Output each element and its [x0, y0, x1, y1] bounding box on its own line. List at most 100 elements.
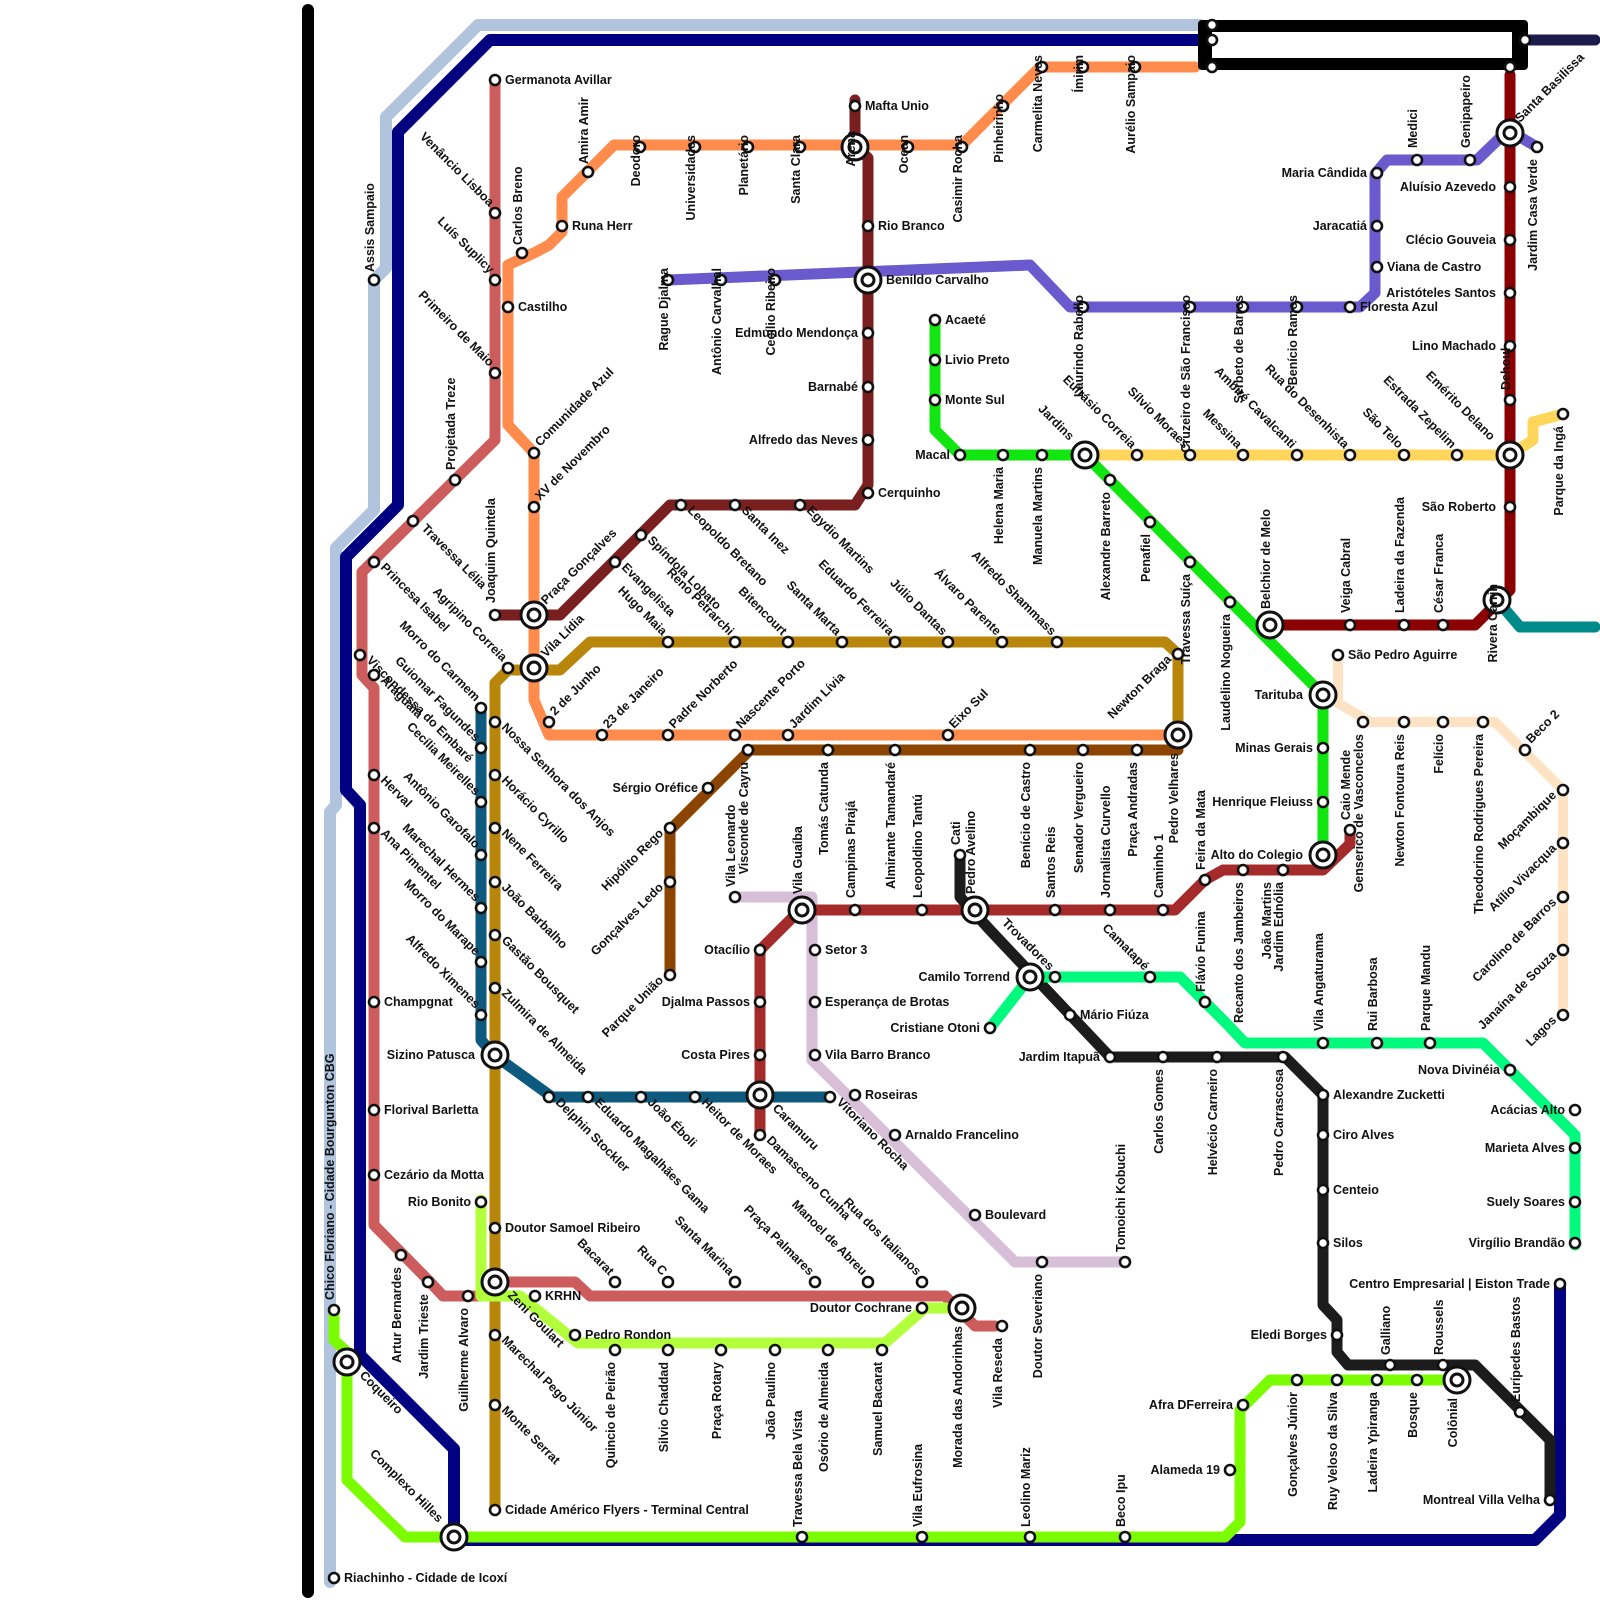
station-marker-icon[interactable]	[783, 637, 793, 647]
station-marker-icon[interactable]	[823, 745, 833, 755]
station-marker-icon[interactable]	[663, 637, 673, 647]
station-joao-paulino[interactable]: João Paulino	[764, 1345, 780, 1440]
station-minas-gerais[interactable]: Minas Gerais	[1235, 741, 1328, 755]
station-pedro-carrascosa[interactable]: Pedro Carrascosa	[1272, 1052, 1288, 1176]
station-marker-icon[interactable]	[490, 275, 500, 285]
station-caminho-1[interactable]: Caminho 1	[1152, 834, 1168, 915]
station-marker-icon[interactable]	[1558, 945, 1568, 955]
station-marker-icon[interactable]	[930, 355, 940, 365]
terminal-station-marker-icon[interactable]	[1207, 62, 1217, 72]
station-aluisio-azevedo[interactable]: Aluísio Azevedo	[1400, 180, 1515, 194]
station-marker-icon[interactable]	[755, 1050, 765, 1060]
station-parque-da-inga[interactable]: Parque da Ingá	[1552, 409, 1568, 516]
station-marker-icon[interactable]	[636, 1092, 646, 1102]
station-egydio-martins[interactable]: Egydio Martins	[795, 500, 877, 577]
station-marker-icon[interactable]	[1318, 797, 1328, 807]
station-marker-icon[interactable]	[930, 395, 940, 405]
station-marker-icon[interactable]	[570, 1330, 580, 1340]
station-marker-icon[interactable]	[863, 382, 873, 392]
station-marker-icon[interactable]	[1465, 155, 1475, 165]
station-marker-icon[interactable]	[795, 500, 805, 510]
station-cruzeiro-de-sao-francisco[interactable]: Cruzeiro de São Francisco	[1179, 295, 1195, 453]
station-marker-icon[interactable]	[850, 101, 860, 111]
station-marker-icon[interactable]	[1037, 1257, 1047, 1267]
station-jardim-trieste[interactable]: Jardim Trieste	[417, 1277, 433, 1379]
station-marker-icon[interactable]	[1478, 717, 1488, 727]
station-euripedes-bastos[interactable]: Eurípedes Bastos	[1509, 1296, 1525, 1417]
station-marker-icon[interactable]	[1037, 450, 1047, 460]
station-marker-icon[interactable]	[1372, 1038, 1382, 1048]
station-marker-icon[interactable]	[583, 167, 593, 177]
station-marker-icon[interactable]	[1065, 1010, 1075, 1020]
station-rua-dos-italianos[interactable]: Rua dos Italianos	[841, 1195, 927, 1287]
station-marker-icon[interactable]	[863, 488, 873, 498]
station-travessa-bela-vista[interactable]: Travessa Bela Vista	[791, 1409, 807, 1542]
station-riachinho-cidade-de-icoxi[interactable]: Riachinho - Cidade de Icoxí	[329, 1571, 508, 1585]
station-comunidade-azul[interactable]: Comunidade Azul	[529, 365, 616, 458]
station-afra-dferreira[interactable]: Afra DFerreira	[1149, 1398, 1248, 1412]
station-acaete[interactable]: Acaeté	[930, 313, 986, 327]
station-samuel-bacarat[interactable]: Samuel Bacarat	[871, 1345, 887, 1456]
station-santa-marina[interactable]: Santa Marina	[672, 1213, 740, 1287]
station-quincio-de-peirao[interactable]: Quincio de Peirão	[604, 1345, 620, 1468]
station-krhn[interactable]: KRHN	[530, 1289, 581, 1303]
station-marker-icon[interactable]	[955, 450, 965, 460]
station-rua-c[interactable]: Rua C	[634, 1243, 673, 1287]
station-roseiras[interactable]: Roseiras	[850, 1088, 918, 1102]
station-marker-icon[interactable]	[850, 905, 860, 915]
station-marker-icon[interactable]	[329, 1573, 339, 1583]
station-marker-icon[interactable]	[970, 1210, 980, 1220]
station-genserico-de-vasconcelos[interactable]: Genserico de Vasconcelos	[1352, 717, 1368, 892]
station-marker-icon[interactable]	[1505, 235, 1515, 245]
station-marker-icon[interactable]	[1278, 1052, 1288, 1062]
station-marker-icon[interactable]	[943, 637, 953, 647]
terminal-station-marker-icon[interactable]	[1505, 62, 1515, 72]
station-alameda-19[interactable]: Alameda 19	[1151, 1463, 1235, 1477]
station-joaquim-quintela[interactable]: Joaquim Quintela	[484, 497, 500, 620]
station-marker-icon[interactable]	[837, 637, 847, 647]
station-marker-icon[interactable]	[930, 315, 940, 325]
terminal-station-marker-icon[interactable]	[1207, 20, 1217, 30]
station-marker-icon[interactable]	[743, 745, 753, 755]
station-eufrasio-correia[interactable]: Eufrásio Correia	[1060, 372, 1142, 460]
station-marker-icon[interactable]	[1025, 745, 1035, 755]
station-marker-icon[interactable]	[490, 770, 500, 780]
station-marker-icon[interactable]	[1212, 1052, 1222, 1062]
station-marker-icon[interactable]	[1158, 905, 1168, 915]
station-marker-icon[interactable]	[783, 730, 793, 740]
station-marker-icon[interactable]	[490, 208, 500, 218]
station-marker-icon[interactable]	[408, 516, 418, 526]
station-helvecio-carneiro[interactable]: Helvécio Carneiro	[1206, 1052, 1222, 1175]
station-marker-icon[interactable]	[730, 892, 740, 902]
station-marker-icon[interactable]	[1505, 182, 1515, 192]
station-silvio-chaddad[interactable]: Silvio Chaddad	[657, 1345, 673, 1452]
station-marker-icon[interactable]	[1050, 905, 1060, 915]
station-esperanca-de-brotas[interactable]: Esperança de Brotas	[810, 995, 949, 1009]
station-marker-icon[interactable]	[490, 930, 500, 940]
station-leolino-mariz[interactable]: Leolino Mariz	[1019, 1447, 1035, 1542]
station-marker-icon[interactable]	[1558, 409, 1568, 419]
station-marker-icon[interactable]	[1358, 717, 1368, 727]
station-marker-icon[interactable]	[423, 1277, 433, 1287]
station-marker-icon[interactable]	[355, 650, 365, 660]
station-benicio-ramos[interactable]: Benício Ramos	[1286, 295, 1302, 385]
station-marker-icon[interactable]	[369, 997, 379, 1007]
station-marker-icon[interactable]	[1120, 1532, 1130, 1542]
station-eduardo-ferreira[interactable]: Eduardo Ferreira	[816, 557, 900, 647]
station-sizino-patusca[interactable]: Sizino Patusca	[387, 1042, 508, 1068]
station-marker-icon[interactable]	[1438, 1360, 1448, 1370]
station-marker-icon[interactable]	[1105, 1052, 1115, 1062]
station-monte-sul[interactable]: Monte Sul	[930, 393, 1005, 407]
station-marker-icon[interactable]	[1238, 865, 1248, 875]
station-marker-icon[interactable]	[1372, 262, 1382, 272]
station-camilo-torrend[interactable]: Camilo Torrend	[919, 964, 1043, 990]
station-marker-icon[interactable]	[665, 970, 675, 980]
station-aristoteles-santos[interactable]: Aristóteles Santos	[1386, 286, 1515, 300]
station-pedro-avelino[interactable]: Pedro Avelino	[962, 811, 988, 923]
station-marker-icon[interactable]	[490, 823, 500, 833]
station-rio-bonito[interactable]: Rio Bonito	[408, 1195, 486, 1209]
station-goncalves-junior[interactable]: Gonçalves Júnior	[1286, 1375, 1302, 1497]
station-marker-icon[interactable]	[329, 1305, 339, 1315]
station-marker-icon[interactable]	[997, 1321, 1007, 1331]
station-tomas-catunda[interactable]: Tomás Catunda	[817, 745, 833, 855]
